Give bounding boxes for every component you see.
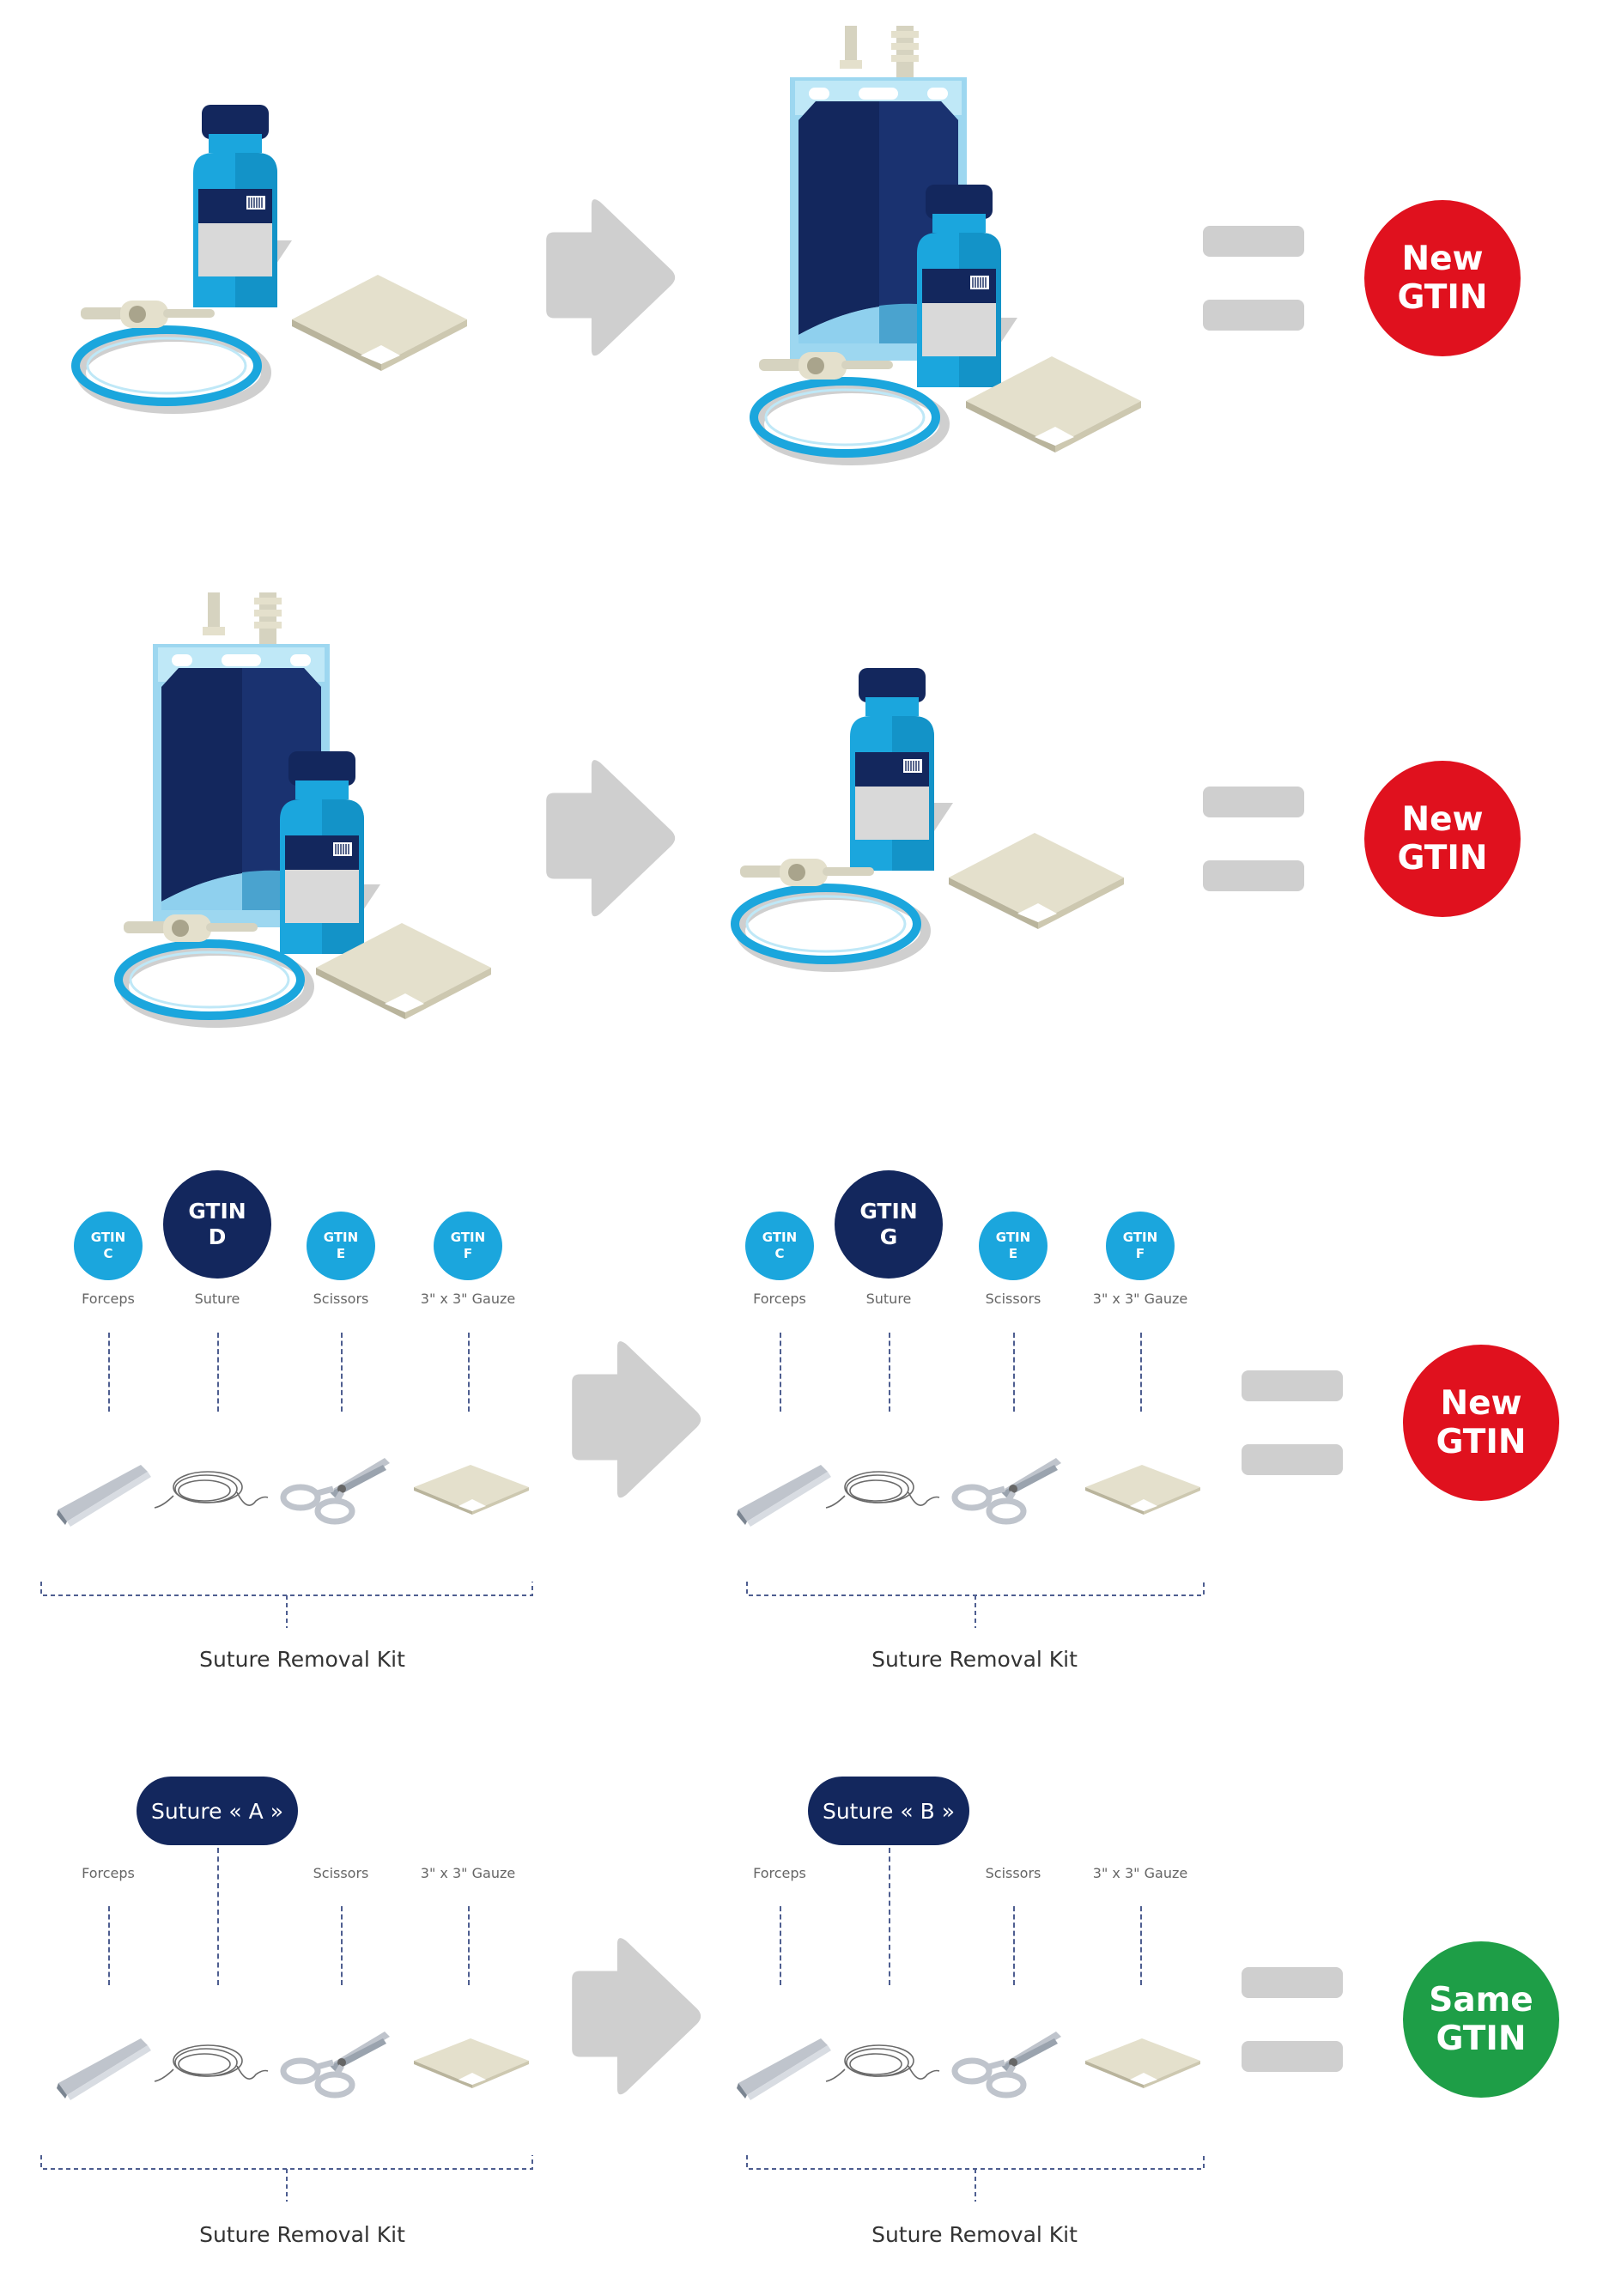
equals-sign xyxy=(1242,1370,1343,1518)
equals-sign xyxy=(1203,787,1304,934)
gauze-icon xyxy=(949,833,1124,929)
vial-icon xyxy=(192,104,278,308)
scissors-icon xyxy=(283,2032,390,2095)
forceps-icon xyxy=(57,1465,151,1527)
item-label: Scissors xyxy=(985,1291,1041,1307)
item-label: Forceps xyxy=(82,1865,135,1881)
kit-label: Suture Removal Kit xyxy=(871,2222,1078,2247)
item-label: Suture xyxy=(194,1291,240,1307)
scissors-icon xyxy=(955,2032,1061,2095)
kit-items xyxy=(57,2025,529,2100)
connector xyxy=(1140,1906,1142,1985)
forceps-icon xyxy=(737,2038,831,2100)
gauze-icon xyxy=(414,1465,529,1515)
item-label: Scissors xyxy=(313,1865,369,1881)
connector xyxy=(1013,1906,1015,1985)
vial-icon xyxy=(849,667,935,872)
connector xyxy=(108,1906,110,1985)
arrow-icon xyxy=(546,760,676,917)
connector xyxy=(889,1848,890,1985)
row1-left-illustration xyxy=(69,104,467,421)
tubing-icon xyxy=(754,352,944,460)
connector xyxy=(468,1906,470,1985)
scissors-icon xyxy=(955,1458,1061,1522)
item-label: 3" x 3" Gauze xyxy=(420,1865,516,1881)
connector xyxy=(1013,1333,1015,1412)
row2-left-illustration xyxy=(110,592,491,1039)
suture-icon xyxy=(825,1471,940,1509)
kit-bracket xyxy=(40,2155,533,2202)
kit-bracket xyxy=(40,1582,533,1628)
suture-icon xyxy=(154,1471,269,1509)
item-label: Suture xyxy=(865,1291,912,1307)
forceps-icon xyxy=(737,1465,831,1527)
item-label: 3" x 3" Gauze xyxy=(1092,1865,1188,1881)
item-label: Forceps xyxy=(82,1291,135,1307)
kit-label: Suture Removal Kit xyxy=(199,1647,405,1672)
tubing-icon xyxy=(76,301,266,409)
kit-items xyxy=(57,1451,529,1527)
item-label: Forceps xyxy=(753,1865,806,1881)
forceps-icon xyxy=(57,2038,151,2100)
gauze-icon xyxy=(292,275,467,371)
connector xyxy=(468,1333,470,1412)
arrow-icon xyxy=(572,1341,701,1498)
vial-icon xyxy=(916,184,1002,388)
connector xyxy=(780,1333,781,1412)
gauze-icon xyxy=(1085,1465,1200,1515)
kit-label: Suture Removal Kit xyxy=(199,2222,405,2247)
scissors-icon xyxy=(283,1458,390,1522)
gauze-icon xyxy=(1085,2038,1200,2088)
item-label: Forceps xyxy=(753,1291,806,1307)
suture-pill: Suture « B » xyxy=(808,1777,969,1845)
row1-right-illustration xyxy=(738,26,1141,472)
connector xyxy=(217,1333,219,1412)
kit-items xyxy=(737,2025,1200,2100)
connector xyxy=(341,1906,343,1985)
kit-label: Suture Removal Kit xyxy=(871,1647,1078,1672)
suture-icon xyxy=(825,2044,940,2082)
kit-bracket xyxy=(746,1582,1205,1628)
kit-items xyxy=(737,1451,1200,1527)
arrow-icon xyxy=(546,199,676,356)
item-label: Scissors xyxy=(985,1865,1041,1881)
connector xyxy=(341,1333,343,1412)
item-label: 3" x 3" Gauze xyxy=(1092,1291,1188,1307)
equals-sign xyxy=(1203,226,1304,374)
suture-pill: Suture « A » xyxy=(137,1777,298,1845)
gauze-icon xyxy=(414,2038,529,2088)
item-label: 3" x 3" Gauze xyxy=(420,1291,516,1307)
connector xyxy=(780,1906,781,1985)
connector xyxy=(889,1333,890,1412)
equals-sign xyxy=(1242,1967,1343,2115)
connector xyxy=(108,1333,110,1412)
tubing-icon xyxy=(735,859,926,967)
suture-icon xyxy=(154,2044,269,2082)
connector xyxy=(1140,1333,1142,1412)
connector xyxy=(217,1848,219,1985)
vial-icon xyxy=(279,750,365,955)
kit-bracket xyxy=(746,2155,1205,2202)
arrow-icon xyxy=(572,1938,701,2095)
row2-right-illustration xyxy=(730,667,1124,987)
item-label: Scissors xyxy=(313,1291,369,1307)
